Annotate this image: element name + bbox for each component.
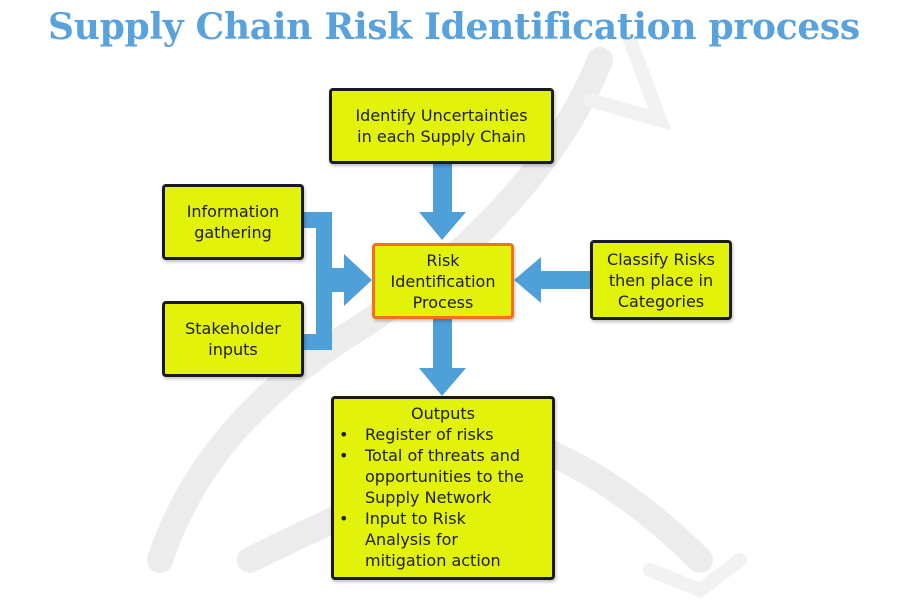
outputs-item-line: Supply Network bbox=[365, 488, 492, 507]
outputs-list-item: Register of risks bbox=[339, 424, 557, 445]
outputs-list-item: Total of threats and opportunities to th… bbox=[339, 445, 557, 508]
outputs-item-line: Input to Risk bbox=[365, 509, 466, 528]
node-text-line: inputs bbox=[208, 340, 258, 359]
outputs-item-line: Analysis for bbox=[365, 530, 459, 549]
node-text-line: gathering bbox=[194, 223, 272, 242]
outputs-item-line: mitigation action bbox=[365, 551, 501, 570]
node-risk-identification-process: Risk Identification Process bbox=[372, 243, 514, 319]
node-text-line: in each Supply Chain bbox=[357, 127, 526, 146]
arrow-center-to-outputs bbox=[419, 318, 466, 396]
arrow-inputs-to-center bbox=[303, 212, 372, 350]
outputs-heading: Outputs bbox=[411, 404, 475, 423]
node-information-gathering: Information gathering bbox=[162, 184, 304, 260]
arrow-uncertainties-to-center bbox=[419, 163, 466, 240]
node-text-line: Identify Uncertainties bbox=[355, 106, 528, 125]
node-text-line: Identification bbox=[390, 271, 496, 291]
node-text-line: then place in bbox=[608, 270, 714, 290]
diagram-title: Supply Chain Risk Identification process bbox=[48, 6, 860, 48]
node-text-line: Process bbox=[412, 292, 474, 312]
node-stakeholder-inputs: Stakeholder inputs bbox=[162, 301, 304, 377]
node-text-line: Risk bbox=[426, 250, 460, 270]
outputs-item-line: opportunities to the bbox=[365, 467, 524, 486]
node-identify-uncertainties: Identify Uncertainties in each Supply Ch… bbox=[329, 88, 554, 164]
node-text-line: Classify Risks bbox=[607, 249, 715, 269]
node-outputs: Outputs Register of risks Total of threa… bbox=[331, 396, 555, 580]
node-text-line: Stakeholder bbox=[185, 319, 281, 338]
node-classify-risks: Classify Risks then place in Categories bbox=[590, 240, 732, 320]
outputs-item-line: Total of threats and bbox=[365, 446, 521, 465]
node-text-line: Information bbox=[186, 202, 280, 221]
outputs-list-item: Input to Risk Analysis for mitigation ac… bbox=[339, 508, 557, 571]
node-text-line: Categories bbox=[617, 291, 705, 311]
outputs-list: Register of risks Total of threats and o… bbox=[329, 424, 557, 571]
arrow-classify-to-center bbox=[514, 257, 592, 303]
outputs-item-line: Register of risks bbox=[365, 425, 494, 444]
